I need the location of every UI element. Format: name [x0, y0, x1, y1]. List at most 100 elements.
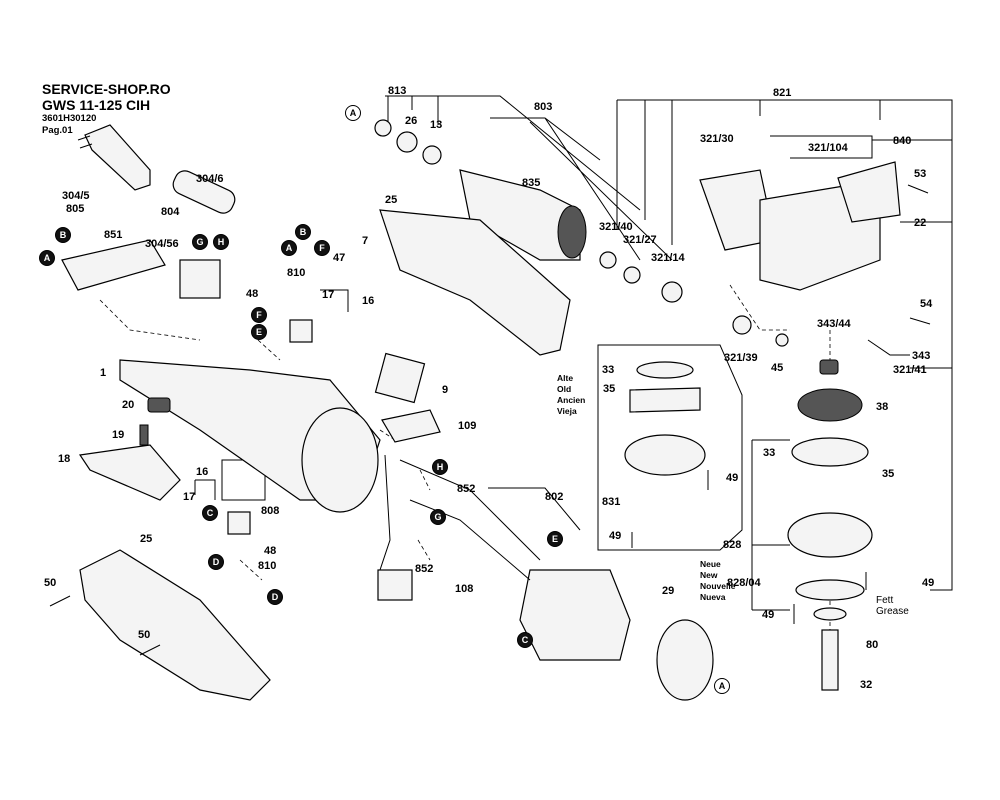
- pin: [139, 424, 149, 446]
- label-828: 828: [723, 539, 741, 551]
- callout-c-13: C: [202, 505, 218, 521]
- label-33-old: 33: [602, 364, 614, 376]
- label-18: 18: [58, 453, 70, 465]
- power-cord-plug: [84, 124, 151, 191]
- callout-b-6: B: [295, 224, 311, 240]
- label-45: 45: [771, 362, 783, 374]
- note-grease-en: Grease: [876, 606, 909, 617]
- seal-ring-new: [791, 437, 869, 467]
- ring-321-27: [623, 266, 641, 284]
- callout-d-14: D: [208, 554, 224, 570]
- callout-letter: C: [207, 508, 214, 518]
- label-304-5: 304/5: [62, 190, 90, 202]
- label-29: 29: [662, 585, 674, 597]
- callout-letter: F: [319, 243, 325, 253]
- label-32: 32: [860, 679, 872, 691]
- bearing-321-14: [661, 281, 683, 303]
- callout-circle: [251, 307, 267, 323]
- callout-a-17: A: [714, 678, 730, 694]
- label-852-bottom: 852: [415, 563, 433, 575]
- label-35-old: 35: [603, 383, 615, 395]
- label-50-bottom: 50: [138, 629, 150, 641]
- callout-letter: H: [437, 462, 444, 472]
- leader-lines: [99, 95, 953, 630]
- label-22: 22: [914, 217, 926, 229]
- label-852-top: 852: [457, 483, 475, 495]
- label-304-56: 304/56: [145, 238, 179, 250]
- callout-b-1: B: [55, 227, 71, 243]
- note-old: Alte Old Ancien Vieja: [557, 373, 585, 416]
- nut: [775, 333, 789, 347]
- label-821: 821: [773, 87, 791, 99]
- callout-circle: [208, 554, 224, 570]
- label-49-bottom: 49: [762, 609, 774, 621]
- label-19: 19: [112, 429, 124, 441]
- bushing: [819, 359, 839, 375]
- label-831: 831: [602, 496, 620, 508]
- callout-e-12: E: [547, 531, 563, 547]
- note-old-de: Alte: [557, 373, 573, 383]
- label-7: 7: [362, 235, 368, 247]
- note-grease-de: Fett: [876, 595, 893, 606]
- part-drawings: [49, 119, 931, 701]
- label-840: 840: [893, 135, 911, 147]
- label-813: 813: [388, 85, 406, 97]
- o-ring: [795, 579, 865, 601]
- note-old-fr: Ancien: [557, 395, 585, 405]
- label-321-104: 321/104: [808, 142, 849, 154]
- note-new-es: Nueva: [700, 592, 726, 602]
- label-48-top: 48: [246, 288, 258, 300]
- callout-letter: D: [272, 592, 279, 602]
- note-old-es: Vieja: [557, 406, 577, 416]
- seal-ring-old: [636, 361, 694, 379]
- label-805: 805: [66, 203, 84, 215]
- callout-f-8: F: [251, 307, 267, 323]
- callout-circle: [251, 324, 267, 340]
- callout-circle: [267, 589, 283, 605]
- bearing-plate-old: [629, 387, 701, 413]
- callout-letter: B: [60, 230, 67, 240]
- callout-h-4: H: [213, 234, 229, 250]
- label-321-27: 321/27: [623, 234, 657, 246]
- callout-circle: [39, 250, 55, 266]
- callout-h-10: H: [432, 459, 448, 475]
- label-49-inset-right: 49: [726, 472, 738, 484]
- callout-circle: [547, 531, 563, 547]
- callout-circle: [281, 240, 297, 256]
- screw-50b: [139, 644, 161, 656]
- label-108: 108: [455, 583, 473, 595]
- label-835: 835: [522, 177, 540, 189]
- callout-circle: [432, 459, 448, 475]
- label-50-left: 50: [44, 577, 56, 589]
- callout-circle: [202, 505, 218, 521]
- page-number: Pag.01: [42, 124, 73, 136]
- label-321-41: 321/41: [893, 364, 927, 376]
- switch-module: [179, 259, 221, 299]
- gear-small: [732, 315, 752, 335]
- callout-circle: [430, 509, 446, 525]
- washer: [813, 607, 847, 621]
- label-321-14: 321/14: [651, 252, 686, 264]
- bearing-26: [396, 131, 418, 153]
- note-new-de: Neue: [700, 559, 721, 569]
- callout-letter: F: [256, 310, 262, 320]
- callout-circle: [55, 227, 71, 243]
- label-80: 80: [866, 639, 878, 651]
- note-old-en: Old: [557, 384, 571, 394]
- label-321-39: 321/39: [724, 352, 758, 364]
- callout-c-16: C: [517, 632, 533, 648]
- callout-circle: [213, 234, 229, 250]
- label-16-top: 16: [362, 295, 374, 307]
- callout-letter: D: [213, 557, 220, 567]
- cover-plate: [374, 352, 426, 404]
- callout-letter: A: [44, 253, 51, 263]
- label-810-top: 810: [287, 267, 305, 279]
- brush-holder-upper: [289, 319, 313, 343]
- label-17-bottom: 17: [183, 491, 195, 503]
- callout-letter: H: [218, 237, 225, 247]
- flange-new: [787, 512, 873, 558]
- label-9: 9: [442, 384, 448, 396]
- callout-g-11: G: [430, 509, 446, 525]
- spring: [147, 397, 171, 413]
- label-47: 47: [333, 252, 345, 264]
